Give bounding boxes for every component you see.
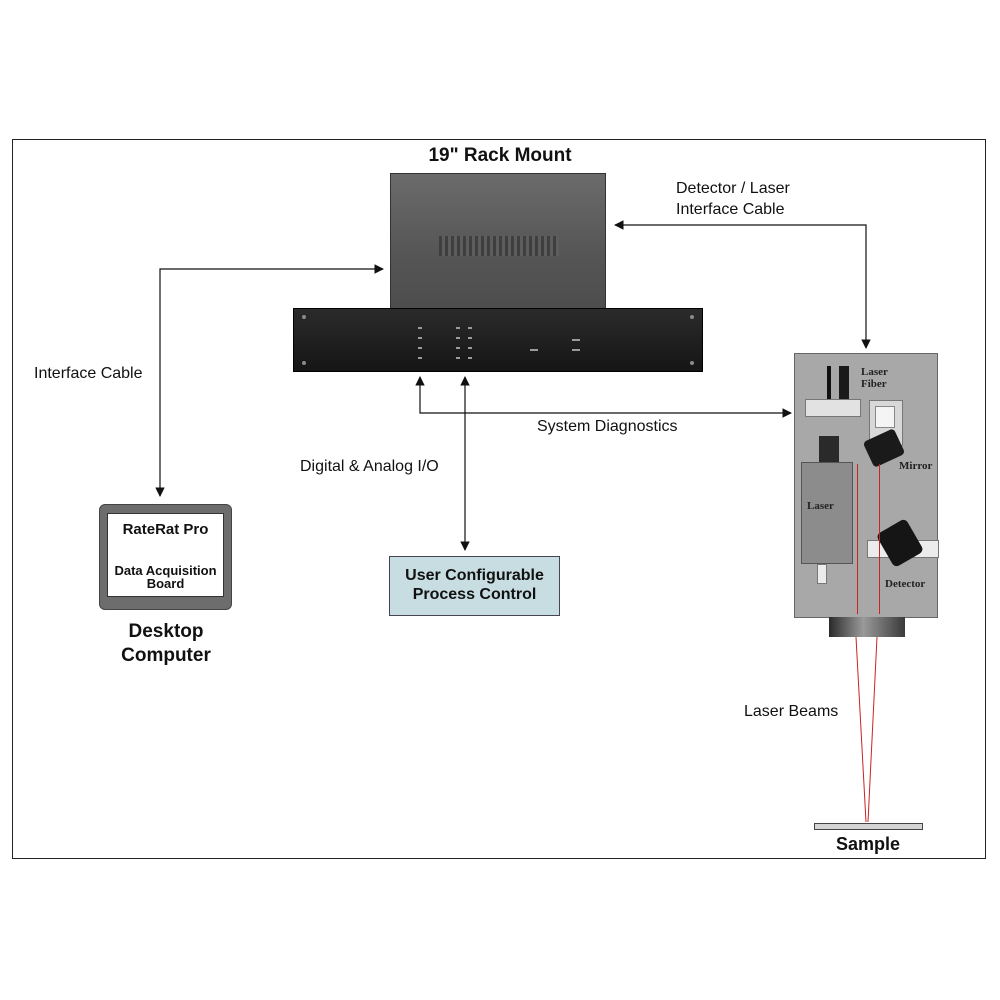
- rack-front-panel: [293, 308, 703, 372]
- indicator-led: [418, 337, 422, 339]
- process-control-line1: User Configurable: [405, 567, 544, 584]
- internal-beam: [879, 464, 880, 614]
- system-diagnostics-line: [415, 376, 792, 418]
- laser-fiber-label-line1: Laser: [861, 366, 888, 378]
- board-title: RateRat Pro: [122, 521, 209, 538]
- rack-mount-title: 19" Rack Mount: [428, 145, 572, 166]
- screw: [690, 315, 694, 319]
- indicator-led: [418, 327, 422, 329]
- indicator-led: [418, 357, 422, 359]
- indicator-led: [530, 349, 538, 351]
- detector-laser-cable-label-line2: Interface Cable: [676, 201, 785, 218]
- digital-analog-io-label: Digital & Analog I/O: [300, 458, 439, 475]
- system-diagnostics-label: System Diagnostics: [537, 418, 678, 435]
- detector-label: Detector: [885, 578, 926, 590]
- sensor-lens: [829, 617, 905, 637]
- indicator-led: [418, 347, 422, 349]
- diagram-frame: [12, 139, 986, 859]
- detector-laser-cable-line: [614, 220, 871, 349]
- sample-label: Sample: [835, 834, 901, 854]
- mirror-label: Mirror: [899, 460, 933, 472]
- laser-base: [817, 564, 827, 584]
- indicator-led: [456, 337, 460, 339]
- indicator-led: [456, 347, 460, 349]
- detector: [875, 518, 925, 568]
- computer-screen: RateRat Pro Data Acquisition Board: [107, 513, 224, 597]
- laser-cap: [819, 436, 839, 462]
- indicator-led: [468, 347, 472, 349]
- process-control-line2: Process Control: [412, 586, 537, 603]
- screw: [690, 361, 694, 365]
- sample-plate: [814, 823, 923, 830]
- rack-enclosure: [390, 173, 606, 311]
- detector-laser-cable-label-line1: Detector / Laser: [676, 180, 790, 197]
- laser-label: Laser: [807, 500, 834, 512]
- desktop-computer-label: Desktop Computer: [121, 621, 211, 666]
- laser-fiber-label-line2: Fiber: [861, 378, 887, 390]
- indicator-led: [572, 349, 580, 351]
- indicator-led: [468, 327, 472, 329]
- screw: [302, 315, 306, 319]
- indicator-led: [468, 357, 472, 359]
- laser-beam-line: [867, 636, 878, 823]
- desktop-computer: RateRat Pro Data Acquisition Board: [99, 504, 232, 610]
- laser-beams-label: Laser Beams: [744, 703, 839, 720]
- fiber-mount: [805, 399, 861, 417]
- indicator-led: [456, 357, 460, 359]
- interface-cable-line: [155, 264, 384, 497]
- process-control-box: User Configurable Process Control: [389, 556, 560, 616]
- indicator-led: [572, 339, 580, 341]
- indicator-led: [468, 337, 472, 339]
- internal-beam: [857, 464, 858, 614]
- indicator-led: [456, 327, 460, 329]
- mirror-window: [875, 406, 895, 428]
- laser-module: [801, 462, 853, 564]
- laser-fiber: [839, 366, 849, 414]
- sensor-head: Laser Fiber Mirror Laser Detector: [794, 353, 939, 618]
- board-subtitle: Data Acquisition Board: [114, 563, 217, 591]
- interface-cable-label: Interface Cable: [34, 365, 143, 382]
- laser-beam-line: [855, 636, 867, 823]
- screw: [302, 361, 306, 365]
- rack-vent: [439, 236, 559, 256]
- laser-fiber: [827, 366, 831, 414]
